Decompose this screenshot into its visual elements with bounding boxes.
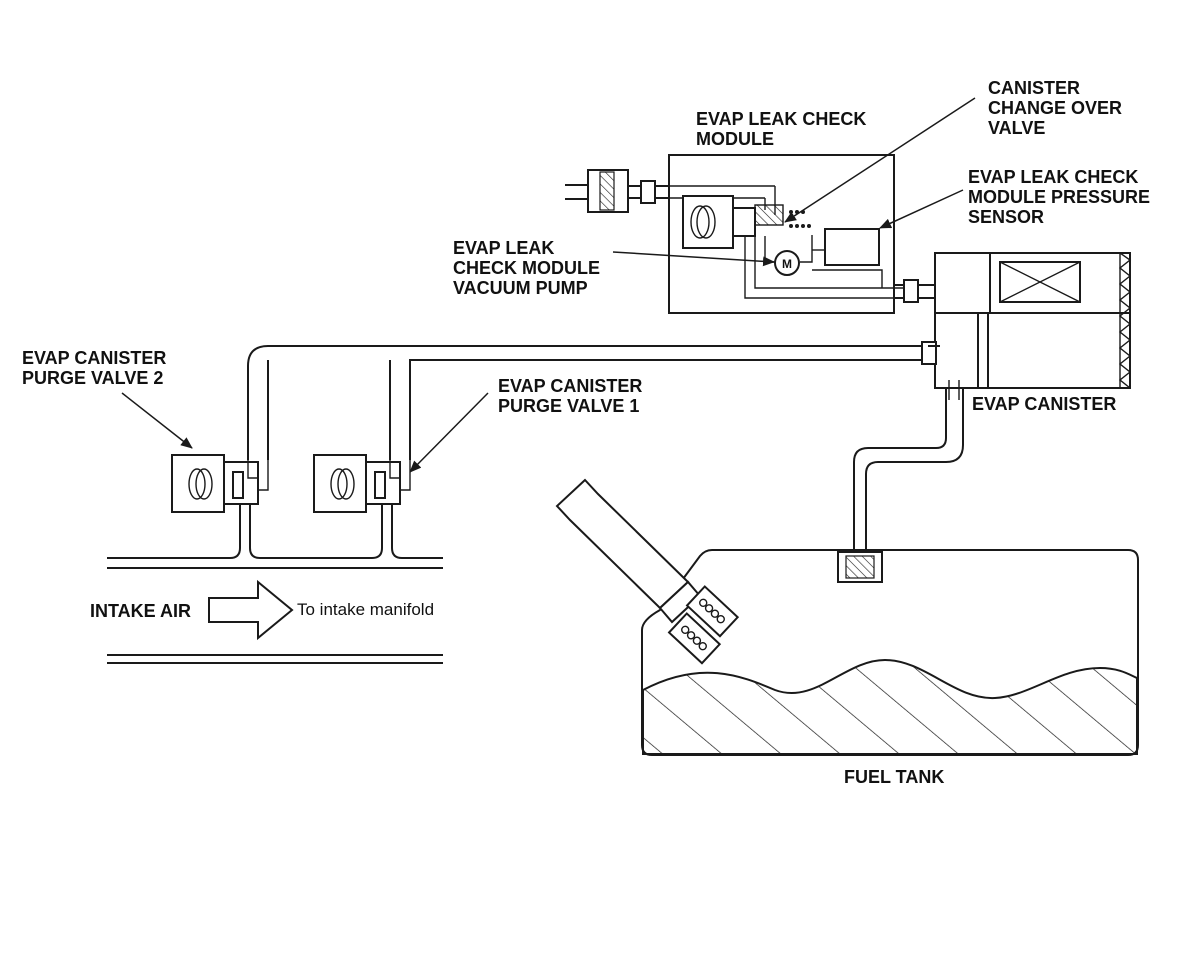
leader-purge-valve-2 bbox=[121, 392, 193, 449]
svg-text:SENSOR: SENSOR bbox=[968, 207, 1044, 227]
svg-text:MODULE PRESSURE: MODULE PRESSURE bbox=[968, 187, 1150, 207]
intake-air-arrow-icon bbox=[208, 579, 294, 641]
svg-text:EVAP CANISTER: EVAP CANISTER bbox=[498, 376, 642, 396]
label-vacuum-pump: EVAP LEAK CHECK MODULE VACUUM PUMP bbox=[453, 238, 600, 298]
label-canister-change-over-valve: CANISTER CHANGE OVER VALVE bbox=[988, 78, 1122, 138]
svg-text:MODULE: MODULE bbox=[696, 129, 774, 149]
svg-text:PURGE VALVE 2: PURGE VALVE 2 bbox=[22, 368, 163, 388]
leader-vacuum-pump bbox=[612, 251, 775, 267]
evap-leak-check-module: M bbox=[565, 154, 935, 314]
fuel-level-hatch bbox=[642, 658, 1138, 755]
svg-text:CANISTER: CANISTER bbox=[988, 78, 1080, 98]
vacuum-pump-icon: M bbox=[774, 250, 800, 276]
svg-text:CHANGE OVER: CHANGE OVER bbox=[988, 98, 1122, 118]
label-fuel-tank: FUEL TANK bbox=[844, 767, 944, 787]
module-outlet-pipe bbox=[894, 279, 935, 303]
svg-text:EVAP LEAK: EVAP LEAK bbox=[453, 238, 554, 258]
label-pressure-sensor: EVAP LEAK CHECK MODULE PRESSURE SENSOR bbox=[968, 167, 1150, 227]
leader-purge-valve-1 bbox=[409, 392, 489, 473]
fuel-filler-neck bbox=[555, 478, 740, 665]
label-purge-valve-1: EVAP CANISTER PURGE VALVE 1 bbox=[498, 376, 642, 416]
svg-text:EVAP LEAK CHECK: EVAP LEAK CHECK bbox=[696, 109, 866, 129]
leader-change-over-valve bbox=[784, 97, 976, 223]
leader-pressure-sensor bbox=[879, 189, 964, 229]
purge-valve-1 bbox=[313, 454, 411, 548]
svg-text:PURGE VALVE 1: PURGE VALVE 1 bbox=[498, 396, 639, 416]
svg-text:VACUUM PUMP: VACUUM PUMP bbox=[453, 278, 588, 298]
change-over-valve-solenoid-icon bbox=[682, 195, 811, 249]
fuel-tank bbox=[641, 549, 1139, 756]
tank-vapor-line bbox=[853, 380, 964, 555]
purge-valve-2 bbox=[171, 454, 269, 548]
pressure-sensor-icon bbox=[824, 228, 880, 266]
label-intake-air: INTAKE AIR bbox=[90, 601, 191, 621]
label-evap-canister: EVAP CANISTER bbox=[972, 394, 1116, 414]
svg-text:VALVE: VALVE bbox=[988, 118, 1045, 138]
pump-motor-symbol: M bbox=[782, 257, 792, 271]
svg-text:CHECK MODULE: CHECK MODULE bbox=[453, 258, 600, 278]
purge-line-piping bbox=[247, 341, 940, 460]
svg-text:EVAP LEAK CHECK: EVAP LEAK CHECK bbox=[968, 167, 1138, 187]
label-evap-leak-check-module: EVAP LEAK CHECK MODULE bbox=[696, 109, 866, 149]
evap-canister bbox=[934, 252, 1132, 389]
intake-duct bbox=[107, 547, 443, 664]
label-purge-valve-2: EVAP CANISTER PURGE VALVE 2 bbox=[22, 348, 166, 388]
leader-lines bbox=[121, 97, 976, 473]
module-internal-piping bbox=[744, 235, 905, 299]
label-to-intake-manifold: To intake manifold bbox=[297, 600, 434, 619]
module-air-filter bbox=[565, 169, 776, 215]
svg-text:EVAP CANISTER: EVAP CANISTER bbox=[22, 348, 166, 368]
